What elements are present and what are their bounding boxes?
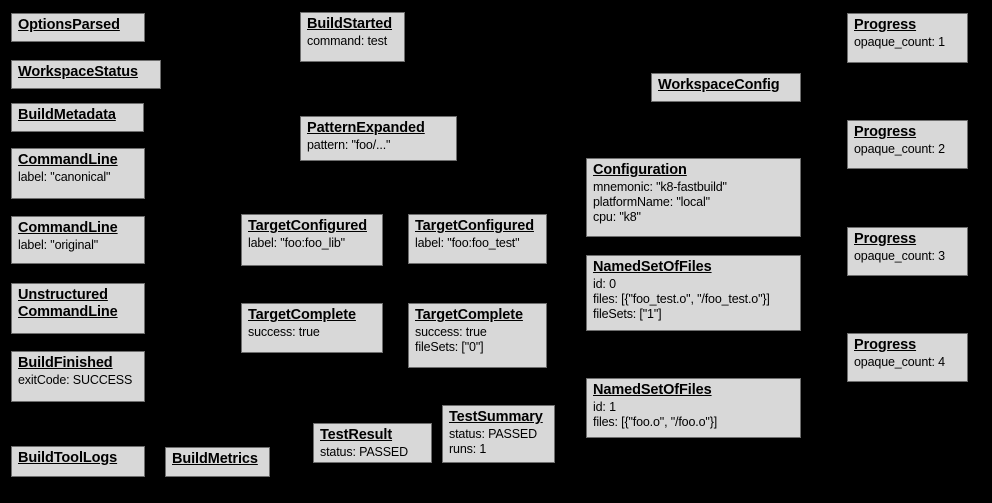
- node-workspace-config[interactable]: WorkspaceConfig: [651, 73, 801, 102]
- node-field: pattern: "foo/...": [307, 138, 391, 153]
- node-fields: opaque_count: 4: [854, 355, 961, 370]
- node-title: WorkspaceConfig: [658, 77, 780, 93]
- node-title: TargetComplete: [415, 307, 523, 323]
- node-progress-4[interactable]: Progress opaque_count: 4: [847, 333, 968, 382]
- node-title: CommandLine: [18, 152, 118, 168]
- node-field: label: "foo:foo_lib": [248, 236, 345, 251]
- node-field: id: 0: [593, 277, 616, 292]
- node-field: opaque_count: 2: [854, 142, 945, 157]
- node-title: TargetConfigured: [415, 218, 534, 234]
- node-field: files: [{"foo_test.o", "/foo_test.o"}]: [593, 291, 770, 306]
- node-field: cpu: "k8": [593, 209, 641, 224]
- node-progress-2[interactable]: Progress opaque_count: 2: [847, 120, 968, 169]
- node-field: status: PASSED: [449, 427, 537, 442]
- node-field: fileSets: ["1"]: [593, 306, 662, 321]
- node-field: opaque_count: 3: [854, 249, 945, 264]
- node-title: Configuration: [593, 162, 687, 178]
- node-field: label: "foo:foo_test": [415, 236, 520, 251]
- node-field: runs: 1: [449, 441, 487, 456]
- node-field: opaque_count: 1: [854, 35, 945, 50]
- node-build-finished[interactable]: BuildFinished exitCode: SUCCESS: [11, 351, 145, 402]
- node-fields: status: PASSED: [320, 445, 425, 460]
- node-title: BuildMetadata: [18, 107, 116, 123]
- node-title: TargetComplete: [248, 307, 356, 323]
- node-unstructured-command-line[interactable]: Unstructured CommandLine: [11, 283, 145, 334]
- node-build-metadata[interactable]: BuildMetadata: [11, 103, 144, 132]
- node-fields: opaque_count: 3: [854, 249, 961, 264]
- node-title: CommandLine: [18, 220, 118, 236]
- node-title: WorkspaceStatus: [18, 64, 138, 80]
- node-target-configured-foo-test[interactable]: TargetConfigured label: "foo:foo_test": [408, 214, 547, 264]
- node-title: NamedSetOfFiles: [593, 382, 712, 398]
- node-title: Progress: [854, 124, 917, 140]
- node-command-line-original[interactable]: CommandLine label: "original": [11, 216, 145, 264]
- node-test-result[interactable]: TestResult status: PASSED: [313, 423, 432, 463]
- node-field: success: true: [248, 325, 320, 340]
- node-title: PatternExpanded: [307, 120, 425, 136]
- node-fields: label: "foo:foo_lib": [248, 236, 376, 251]
- node-title: BuildFinished: [18, 355, 113, 371]
- node-title: BuildStarted: [307, 16, 393, 32]
- node-build-metrics[interactable]: BuildMetrics: [165, 447, 270, 477]
- node-title: Unstructured CommandLine: [18, 287, 118, 321]
- node-title: Progress: [854, 17, 917, 33]
- node-field: files: [{"foo.o", "/foo.o"}]: [593, 414, 718, 429]
- node-pattern-expanded[interactable]: PatternExpanded pattern: "foo/...": [300, 116, 457, 161]
- node-build-started[interactable]: BuildStarted command: test: [300, 12, 405, 62]
- node-field: platformName: "local": [593, 194, 710, 209]
- node-workspace-status[interactable]: WorkspaceStatus: [11, 60, 161, 89]
- node-field: success: true: [415, 325, 487, 340]
- node-field: command: test: [307, 34, 388, 49]
- node-target-complete-foo-lib[interactable]: TargetComplete success: true: [241, 303, 383, 353]
- node-field: id: 1: [593, 400, 616, 415]
- node-fields: command: test: [307, 34, 398, 49]
- node-build-tool-logs[interactable]: BuildToolLogs: [11, 446, 145, 477]
- node-field: status: PASSED: [320, 445, 408, 460]
- node-field: label: "canonical": [18, 170, 111, 185]
- node-title: Progress: [854, 337, 917, 353]
- node-title: NamedSetOfFiles: [593, 259, 712, 275]
- node-field: exitCode: SUCCESS: [18, 373, 133, 388]
- node-progress-1[interactable]: Progress opaque_count: 1: [847, 13, 968, 63]
- node-field: opaque_count: 4: [854, 355, 945, 370]
- node-fields: label: "original": [18, 238, 138, 253]
- node-fields: success: true: [248, 325, 376, 340]
- node-target-configured-foo-lib[interactable]: TargetConfigured label: "foo:foo_lib": [241, 214, 383, 266]
- node-field: fileSets: ["0"]: [415, 339, 484, 354]
- node-command-line-canonical[interactable]: CommandLine label: "canonical": [11, 148, 145, 199]
- node-title: Progress: [854, 231, 917, 247]
- node-fields: label: "canonical": [18, 170, 138, 185]
- node-fields: pattern: "foo/...": [307, 138, 450, 153]
- node-fields: opaque_count: 1: [854, 35, 961, 50]
- node-title: TargetConfigured: [248, 218, 367, 234]
- node-title: TestSummary: [449, 409, 543, 425]
- node-options-parsed[interactable]: OptionsParsed: [11, 13, 145, 42]
- node-progress-3[interactable]: Progress opaque_count: 3: [847, 227, 968, 276]
- node-configuration[interactable]: Configuration mnemonic: "k8-fastbuild"pla…: [586, 158, 801, 237]
- node-fields: mnemonic: "k8-fastbuild"platformName: "l…: [593, 180, 794, 224]
- node-title: BuildToolLogs: [18, 450, 118, 466]
- node-title: BuildMetrics: [172, 451, 258, 467]
- node-title: OptionsParsed: [18, 17, 120, 33]
- node-fields: opaque_count: 2: [854, 142, 961, 157]
- node-title: TestResult: [320, 427, 393, 443]
- node-fields: label: "foo:foo_test": [415, 236, 540, 251]
- node-field: mnemonic: "k8-fastbuild": [593, 180, 727, 195]
- node-fields: exitCode: SUCCESS: [18, 373, 138, 388]
- node-field: label: "original": [18, 238, 98, 253]
